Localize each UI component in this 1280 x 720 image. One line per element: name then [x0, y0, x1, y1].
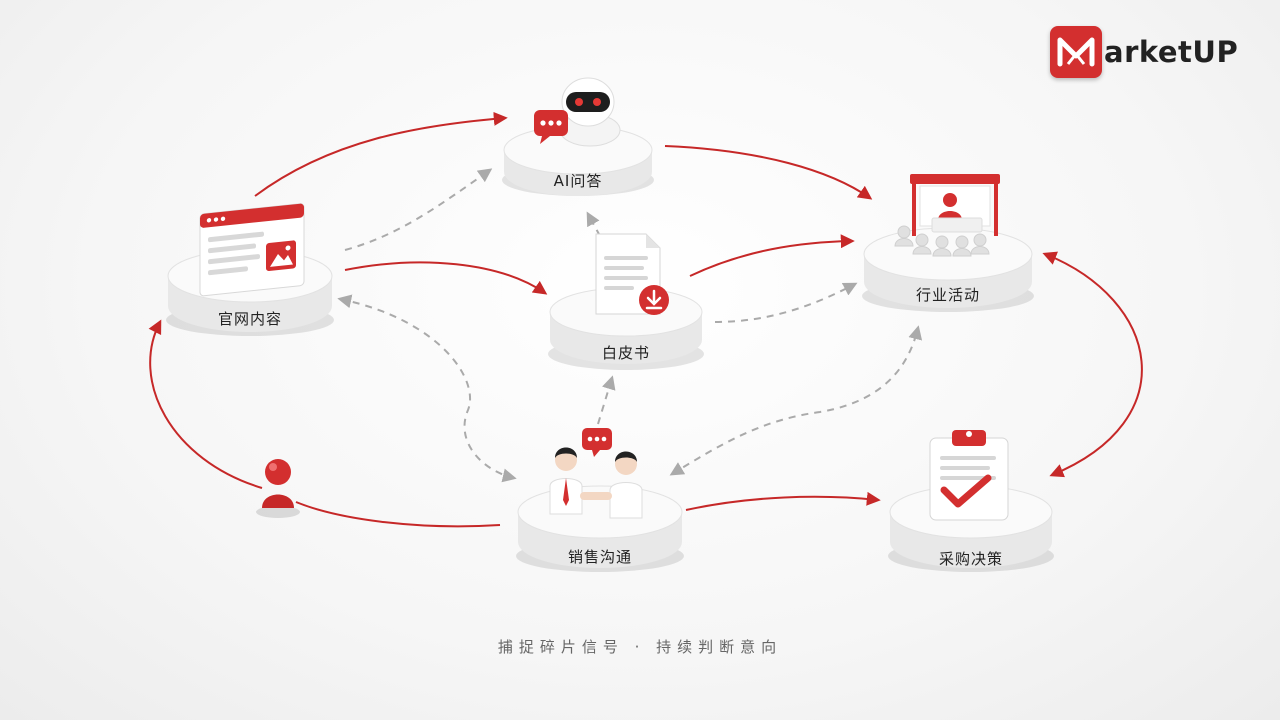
logo-m-glyph	[1057, 37, 1095, 67]
path-website-to-ai	[254, 111, 508, 197]
node-sales-label: 销售沟通	[567, 548, 632, 566]
path-whitepaper-to-event	[689, 234, 855, 277]
path-website-to-whitepaper	[344, 261, 548, 295]
dashed-sales-to-whitepaper	[597, 375, 616, 425]
node-ai-qa-label: AI问答	[553, 172, 603, 190]
node-purchase[interactable]: 采购决策	[886, 424, 1056, 574]
handshake-icon	[516, 428, 684, 572]
dashed-website-sales	[337, 294, 517, 483]
path-sales-to-person	[295, 501, 501, 528]
person-icon	[256, 459, 300, 518]
path-sales-to-purchase	[685, 491, 881, 511]
node-industry-event-label: 行业活动	[915, 286, 980, 304]
node-sales[interactable]: 销售沟通	[514, 424, 686, 574]
path-person-to-website	[148, 319, 263, 489]
node-whitepaper[interactable]: 白皮书	[546, 228, 706, 372]
path-ai-to-event	[664, 145, 873, 200]
tagline: 捕捉碎片信号 · 持续判断意向	[497, 638, 783, 656]
dashed-website-to-ai	[344, 168, 493, 251]
ai-robot-icon	[502, 77, 654, 196]
node-ai-qa[interactable]: AI问答	[500, 60, 656, 200]
path-event-purchase	[1042, 251, 1143, 478]
dashed-whitepaper-to-event	[714, 282, 858, 323]
clipboard-check-icon	[888, 430, 1054, 572]
brand-name: arketUP	[1104, 35, 1239, 69]
brand-logo: arketUP	[1050, 26, 1238, 78]
node-industry-event[interactable]: 行业活动	[860, 170, 1036, 314]
node-website[interactable]: 官网内容	[164, 192, 336, 338]
dashed-whitepaper-to-ai	[586, 211, 601, 237]
webpage-icon	[166, 203, 334, 336]
logo-m-icon	[1050, 26, 1102, 78]
event-stage-icon	[862, 174, 1034, 312]
node-purchase-label: 采购决策	[938, 550, 1003, 568]
node-website-label: 官网内容	[217, 310, 282, 328]
dashed-sales-event	[669, 325, 923, 476]
node-whitepaper-label: 白皮书	[601, 344, 650, 362]
document-download-icon	[548, 233, 704, 370]
